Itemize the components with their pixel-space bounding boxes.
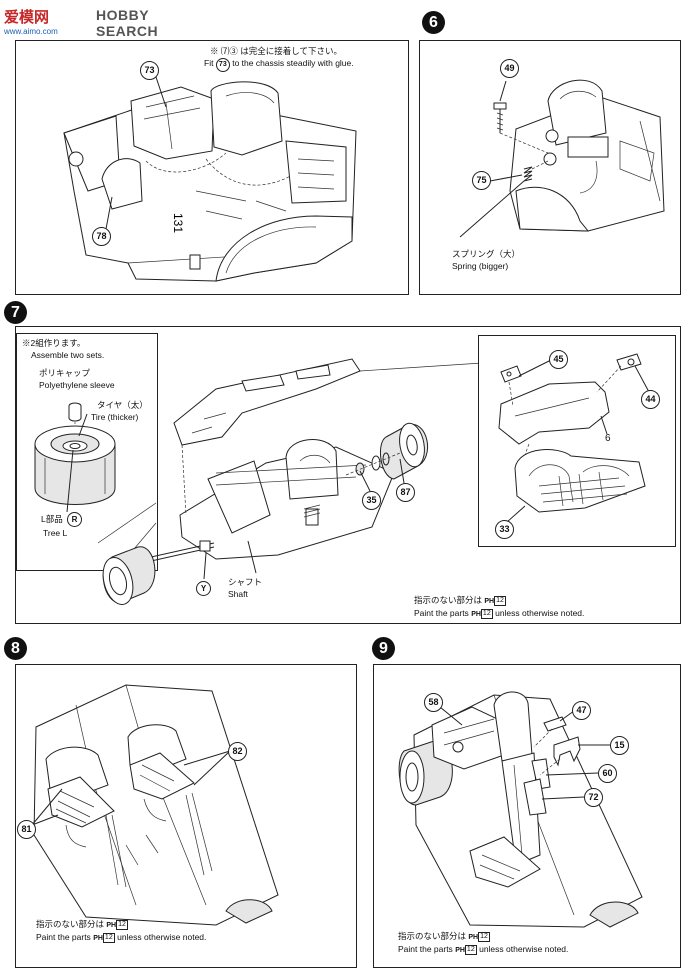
step9-part-72: 72 xyxy=(584,788,603,807)
step6-drawing xyxy=(459,79,665,238)
step7-part-35: 35 xyxy=(362,491,381,510)
step9-panel: 9 58 47 xyxy=(372,637,681,968)
step8-paint-marker-en: PH xyxy=(93,935,103,942)
step7-poly-jp: ポリキャップ xyxy=(39,368,91,378)
step9-part-47: 47 xyxy=(572,701,591,720)
step7-poly-en: Polyethylene sleeve xyxy=(39,380,115,390)
watermark-url: www.aimo.com xyxy=(4,27,58,36)
step7-seat-drawing xyxy=(498,353,650,523)
step7-note-jp: ※2組作ります。 xyxy=(22,338,86,348)
step7-note-en: Assemble two sets. xyxy=(31,350,105,360)
step7-main-drawing xyxy=(97,358,483,605)
step7-number: 7 xyxy=(4,301,27,324)
step9-paint-code: 12 xyxy=(478,932,490,942)
step9-part-58: 58 xyxy=(424,693,443,712)
step5-note-jp: ※ ⑺③ は完全に接着して下さい。 xyxy=(210,46,342,56)
step7-part-33: 33 xyxy=(495,520,514,539)
step8-paint-marker: PH xyxy=(106,922,117,929)
step9-part-60: 60 xyxy=(598,764,617,783)
step7-seat-inset: 45 44 6 33 xyxy=(478,335,676,547)
step7-tire-drawing xyxy=(34,402,116,513)
step8-number: 8 xyxy=(4,637,27,660)
watermark: 爱模网 HOBBY SEARCH www.aimo.com xyxy=(0,0,190,40)
step8-drawing xyxy=(31,684,279,926)
step5-part-78: 78 xyxy=(92,227,111,246)
step7-tire-jp: タイヤ（太） xyxy=(97,400,148,410)
step6-spring-jp: スプリング（大） xyxy=(452,249,521,259)
step7-paint-marker-en: PH xyxy=(471,611,481,618)
step7-shaft-jp: シャフト xyxy=(228,577,263,587)
step6-part-49: 49 xyxy=(500,59,519,78)
step5-chassis-drawing: 131 xyxy=(63,76,357,282)
step7-part-44: 44 xyxy=(641,390,660,409)
step8-paint-code: 12 xyxy=(116,920,128,930)
step6-part-75: 75 xyxy=(472,171,491,190)
step7-tree-letter: R xyxy=(67,512,82,527)
step6-number: 6 xyxy=(422,11,445,34)
step9-number: 9 xyxy=(372,637,395,660)
step7-shaft-letter: Y xyxy=(196,581,211,596)
step5-note-part: 73 xyxy=(215,58,230,72)
step8-paint-code-en: 12 xyxy=(102,933,115,943)
step8-part-81: 81 xyxy=(17,820,36,839)
step6-spring-en: Spring (bigger) xyxy=(452,261,509,271)
step5-part-73: 73 xyxy=(140,61,159,80)
step7-tree-en: Tree L xyxy=(43,528,68,538)
step9-part-15: 15 xyxy=(610,736,629,755)
step7-tire-en: Tire (thicker) xyxy=(91,412,139,422)
watermark-brand: HOBBY SEARCH xyxy=(96,7,159,39)
step7-shaft-en: Shaft xyxy=(228,589,248,599)
step7-panel: 7 ※2組作ります。 Assemble two sets. ポリキャップ Pol… xyxy=(4,301,681,624)
step9-paint-marker: PH xyxy=(468,934,479,941)
step7-paint-marker: PH xyxy=(484,598,495,605)
step7-part-45: 45 xyxy=(549,350,568,369)
step7-paint-code-en: 12 xyxy=(480,609,493,619)
step7-paint-code: 12 xyxy=(494,596,506,606)
step8-part-82: 82 xyxy=(228,742,247,761)
step5-panel: ※ ⑺③ は完全に接着して下さい。 Fit 73 to the chassis … xyxy=(15,40,409,295)
step7-tree-jp: L部品 xyxy=(41,514,63,524)
step7-wheel-inset: ※2組作ります。 Assemble two sets. ポリキャップ Polye… xyxy=(16,333,158,571)
step9-paint-marker-en: PH xyxy=(455,947,465,954)
watermark-logo: 爱模网 xyxy=(4,8,50,26)
step9-paint-code-en: 12 xyxy=(464,945,477,955)
step6-panel: 6 49 75 スプリング（大） Spring (bigger) xyxy=(419,11,681,295)
step7-part-6: 6 xyxy=(605,433,611,444)
step7-part-87: 87 xyxy=(396,483,415,502)
step9-drawing xyxy=(398,691,643,928)
step5-note-en: Fit 73 to the chassis steadily with glue… xyxy=(204,58,354,72)
svg-text:131: 131 xyxy=(171,213,185,233)
